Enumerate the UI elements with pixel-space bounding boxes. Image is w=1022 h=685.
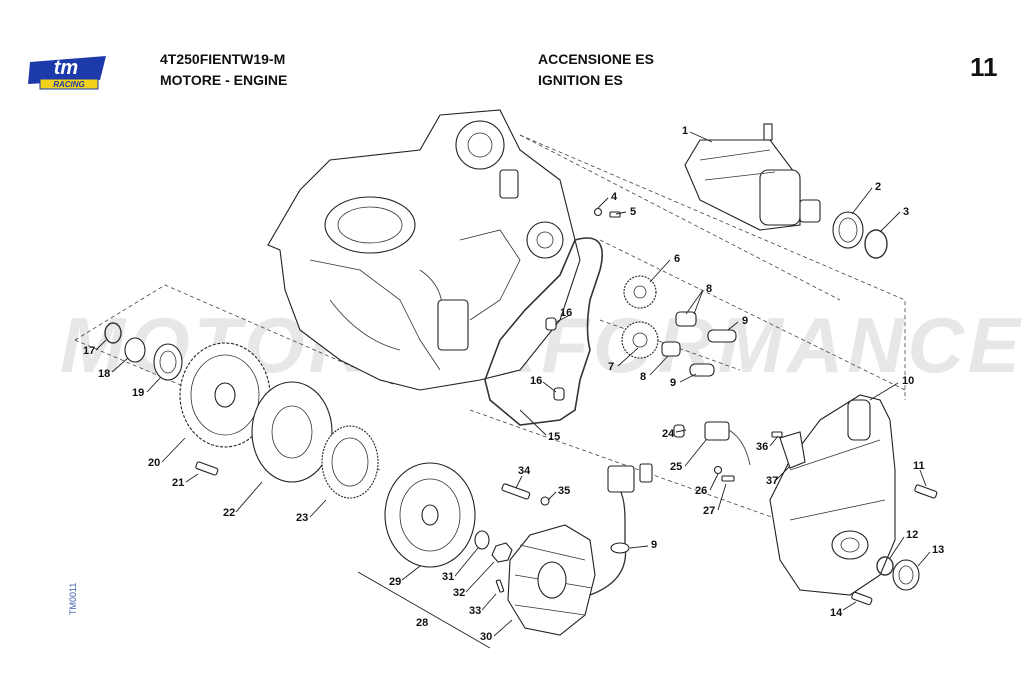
gear-pin (707, 329, 737, 343)
callout-18: 18 (98, 368, 110, 380)
idler-gear-lower (621, 321, 659, 359)
callout-6: 6 (674, 253, 680, 265)
cable-clamp (779, 431, 806, 469)
needle-bearing-large (153, 343, 183, 381)
callout-9-lower: 9 (670, 377, 676, 389)
callout-27: 27 (703, 505, 715, 517)
ignition-cover (769, 394, 896, 596)
cable-grommet (610, 542, 630, 554)
callout-22: 22 (223, 507, 235, 519)
callout-16-upper: 16 (560, 307, 572, 319)
callout-37: 37 (766, 475, 778, 487)
cover-bolt (914, 484, 938, 499)
page-number: 11 (970, 52, 998, 82)
callout-3: 3 (903, 206, 909, 218)
callout-28: 28 (416, 617, 428, 629)
callout-24: 24 (662, 428, 675, 440)
callout-16-lower: 16 (530, 375, 542, 387)
callout-34: 34 (518, 465, 531, 477)
stator (507, 524, 596, 636)
flywheel-rotor (384, 462, 476, 568)
starter-driven-gear (179, 342, 271, 448)
stator-washer (540, 496, 550, 506)
svg-text:tm: tm (54, 57, 78, 79)
freewheel-housing (251, 381, 333, 483)
washer (593, 207, 603, 217)
svg-text:RACING: RACING (53, 80, 85, 89)
callout-labels: 1 2 3 4 5 6 7 8 8 9 9 9 10 11 12 13 14 1… (83, 125, 944, 643)
leader-lines (95, 131, 931, 637)
callout-31: 31 (442, 571, 454, 583)
callout-30: 30 (480, 631, 492, 643)
pickup-sensor (704, 421, 751, 466)
needle-bearing (675, 311, 697, 327)
callout-35: 35 (558, 485, 570, 497)
stator-bolt (501, 483, 531, 500)
callout-20: 20 (148, 457, 160, 469)
inspection-plug (892, 559, 920, 591)
callout-9-stator: 9 (651, 539, 657, 551)
callout-7: 7 (608, 361, 614, 373)
woodruff-key (495, 579, 505, 593)
o-ring (864, 229, 888, 259)
one-way-clutch (321, 425, 379, 499)
callout-25: 25 (670, 461, 682, 473)
circlip (104, 322, 122, 344)
callout-26: 26 (695, 485, 707, 497)
section-title-it: ACCENSIONE ES (538, 51, 654, 67)
washer (713, 465, 723, 475)
callout-36: 36 (756, 441, 768, 453)
callout-23: 23 (296, 512, 308, 524)
engine-crankcase (267, 109, 581, 391)
idler-gear-upper (623, 275, 657, 309)
callout-1: 1 (682, 125, 688, 137)
dowel-pin (553, 387, 565, 401)
callout-5: 5 (630, 206, 636, 218)
starter-bush (832, 211, 864, 249)
callout-19: 19 (132, 387, 144, 399)
callout-4: 4 (611, 191, 618, 203)
screw (609, 211, 621, 218)
thrust-washer (124, 337, 146, 363)
seal-ring (876, 556, 894, 576)
screw (771, 431, 783, 438)
callout-8-lower: 8 (640, 371, 646, 383)
callout-17: 17 (83, 345, 95, 357)
callout-21: 21 (172, 477, 184, 489)
assembly-bracket (357, 571, 491, 649)
flywheel-washer (474, 530, 490, 550)
callout-14: 14 (830, 607, 843, 619)
freewheel-bolt (195, 461, 219, 476)
cover-bolt (851, 591, 873, 606)
callout-15: 15 (548, 431, 560, 443)
section-title-en: IGNITION ES (538, 72, 623, 88)
callout-32: 32 (453, 587, 465, 599)
group-title: MOTORE - ENGINE (160, 72, 288, 88)
flywheel-nut (491, 542, 513, 563)
model-code: 4T250FIENTW19-M (160, 51, 286, 67)
callout-13: 13 (932, 544, 944, 556)
callout-8-upper: 8 (706, 283, 712, 295)
tm-racing-logo: tm RACING (28, 56, 106, 90)
callout-12: 12 (906, 529, 918, 541)
callout-2: 2 (875, 181, 881, 193)
stator-connector (607, 465, 635, 493)
starter-motor (684, 123, 821, 231)
connector-plug (639, 463, 653, 483)
callout-29: 29 (389, 576, 401, 588)
dowel-pin (545, 317, 557, 331)
screw (721, 475, 735, 482)
callout-9-upper: 9 (742, 315, 748, 327)
callout-11: 11 (913, 460, 925, 472)
cover-gasket (484, 237, 604, 426)
callout-10: 10 (902, 375, 914, 387)
callout-33: 33 (469, 605, 481, 617)
needle-bearing (661, 341, 681, 357)
gear-pin (689, 363, 715, 377)
